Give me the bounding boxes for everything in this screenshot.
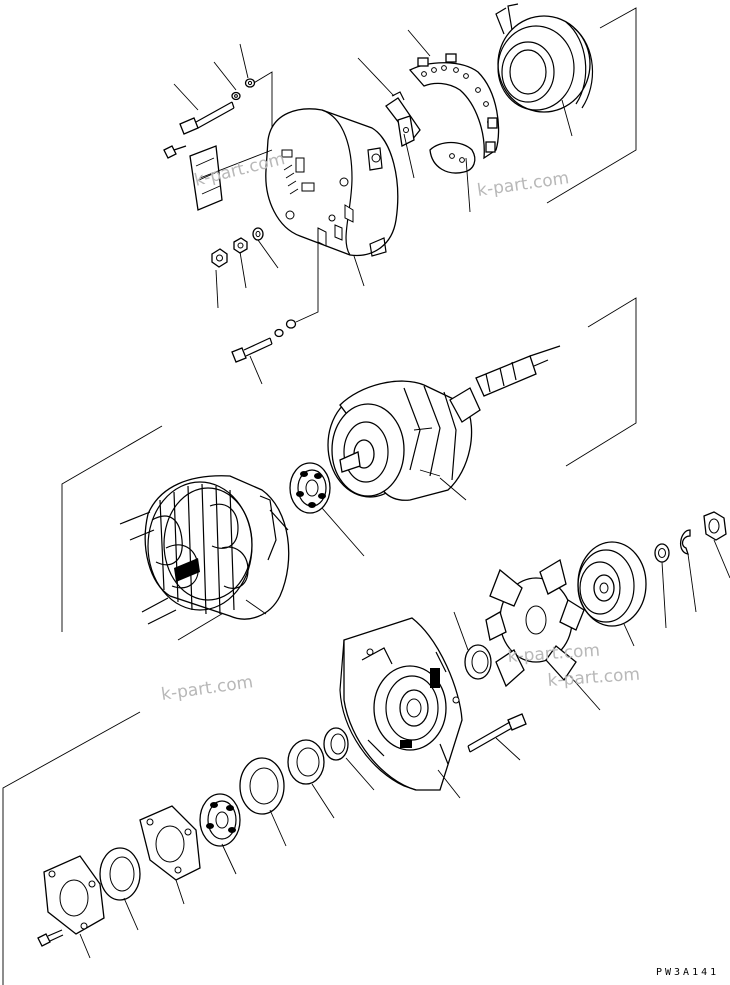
watermark-2: k-part.com: [476, 168, 570, 201]
screw-small: [37, 929, 64, 947]
bearing-retainer-plate: [139, 805, 201, 881]
stator-core: [119, 475, 290, 625]
bearing-middle: [289, 462, 331, 514]
cooling-fan: [485, 558, 585, 688]
drawing-code: PW3A141: [656, 967, 719, 978]
pulley: [577, 541, 647, 627]
pulley-hardware: [654, 511, 727, 563]
end-cover-plate: [43, 855, 105, 935]
spacer-front: [464, 644, 492, 680]
bolt-middle: [231, 319, 297, 363]
leader-lines: [79, 29, 730, 959]
rectifier-plate: [408, 53, 500, 174]
small-hardware-top: [163, 78, 264, 268]
seal-ring: [99, 847, 141, 901]
stator-winding-top: [495, 3, 594, 113]
watermark-3: k-part.com: [160, 672, 254, 705]
rotor-assembly: [327, 345, 561, 501]
bearing-front: [199, 793, 241, 847]
through-bolt-front: [467, 713, 527, 753]
front-housing: [339, 617, 463, 791]
washers-front: [239, 727, 349, 815]
rear-housing: [265, 108, 399, 257]
brush-holder: [385, 91, 421, 147]
group-boundary-lines: [2, 7, 637, 985]
